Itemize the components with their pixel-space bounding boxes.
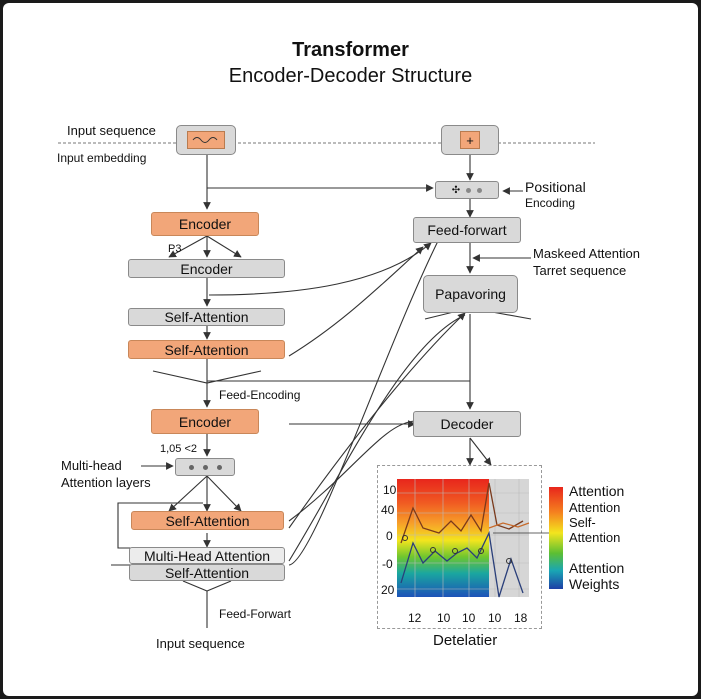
diagram-canvas: Transformer Encoder-Decoder Structure In… bbox=[3, 3, 698, 696]
plus-icon: + bbox=[460, 131, 480, 149]
self-attention-box-1[interactable]: Self-Attention bbox=[128, 308, 285, 326]
heatmap-panel bbox=[377, 465, 542, 629]
positional-icon: ✣ bbox=[451, 184, 461, 196]
attention-layers-label: Attention layers bbox=[61, 475, 151, 490]
feed-forwart-label: Feed-Forwart bbox=[219, 607, 292, 621]
encoding-label: Encoding bbox=[525, 196, 576, 210]
feed-encoding-label: Feed-Encoding bbox=[219, 388, 301, 402]
input-embedding-box[interactable] bbox=[176, 125, 236, 155]
attention-line-1 bbox=[400, 482, 524, 544]
input-embedding-label: Input embedding bbox=[57, 151, 147, 165]
encoder-box-3[interactable]: Encoder bbox=[151, 409, 259, 434]
legend-attention-3: Attention bbox=[569, 530, 621, 545]
marker-point bbox=[430, 547, 436, 553]
legend-self: Self- bbox=[569, 515, 596, 530]
y-tick: -0 bbox=[382, 557, 393, 571]
legend-weights: Weights bbox=[569, 576, 620, 592]
y-tick: 0 bbox=[386, 529, 393, 543]
dot-icon bbox=[202, 464, 208, 470]
attention-line-2 bbox=[488, 522, 530, 529]
heatmap-caption: Detelatier bbox=[433, 632, 498, 649]
multi-head-dots-box[interactable] bbox=[175, 458, 235, 476]
marker-point bbox=[506, 558, 512, 564]
legend-attention-2: Attention bbox=[569, 500, 621, 515]
wave-icon bbox=[187, 131, 225, 149]
x-tick: 18 bbox=[514, 611, 528, 625]
legend-colorbar bbox=[549, 487, 563, 589]
dot-icon bbox=[477, 187, 483, 193]
diagram-title: Transformer bbox=[292, 39, 409, 61]
legend-attention-4: Attention bbox=[569, 560, 625, 576]
marker-point bbox=[452, 548, 458, 554]
marker-point bbox=[478, 548, 484, 554]
masked-attention-label: Maskeed Attention bbox=[533, 246, 640, 261]
heatmap-svg bbox=[397, 479, 563, 598]
decoder-box[interactable]: Decoder bbox=[413, 411, 521, 437]
dot-icon bbox=[466, 187, 472, 193]
connector-layer bbox=[58, 142, 595, 628]
encoder-box-1[interactable]: Encoder bbox=[151, 212, 259, 236]
self-attention-box-3[interactable]: Self-Attention bbox=[131, 511, 284, 530]
dot-icon bbox=[216, 464, 222, 470]
y-tick: 20 bbox=[381, 583, 395, 597]
multi-head-label: Multi-head bbox=[61, 458, 122, 473]
target-sequence-label: Tarret sequence bbox=[533, 263, 627, 278]
positional-label: Positional bbox=[525, 179, 586, 195]
papavoring-box[interactable]: Papavoring bbox=[423, 275, 518, 313]
x-tick: 10 bbox=[462, 611, 476, 625]
p3-label: P3 bbox=[168, 243, 182, 255]
x-tick: 10 bbox=[437, 611, 451, 625]
encoder-box-2[interactable]: Encoder bbox=[128, 259, 285, 278]
y-tick: 10 bbox=[383, 483, 397, 497]
x-tick: 10 bbox=[488, 611, 502, 625]
input-sequence-bottom-label: Input sequence bbox=[156, 636, 245, 651]
input-sequence-top-label: Input sequence bbox=[67, 123, 156, 138]
positional-encoding-box[interactable]: ✣ bbox=[435, 181, 499, 199]
dot-icon bbox=[188, 464, 194, 470]
multi-head-attention-box[interactable]: Multi-Head Attention bbox=[129, 547, 285, 564]
marker-point bbox=[402, 535, 408, 541]
x-tick: 12 bbox=[408, 611, 422, 625]
self-attention-box-2[interactable]: Self-Attention bbox=[128, 340, 285, 359]
feed-forwart-box[interactable]: Feed-forwart bbox=[413, 217, 521, 243]
diagram-subtitle: Encoder-Decoder Structure bbox=[228, 65, 473, 87]
decoder-input-box[interactable]: + bbox=[441, 125, 499, 155]
legend-attention-1: Attention bbox=[569, 483, 625, 499]
ratio-label: 1,05 <2 bbox=[160, 443, 198, 455]
self-attention-box-4[interactable]: Self-Attention bbox=[129, 564, 285, 581]
y-tick: 40 bbox=[381, 503, 395, 517]
attention-line-3 bbox=[400, 530, 524, 598]
